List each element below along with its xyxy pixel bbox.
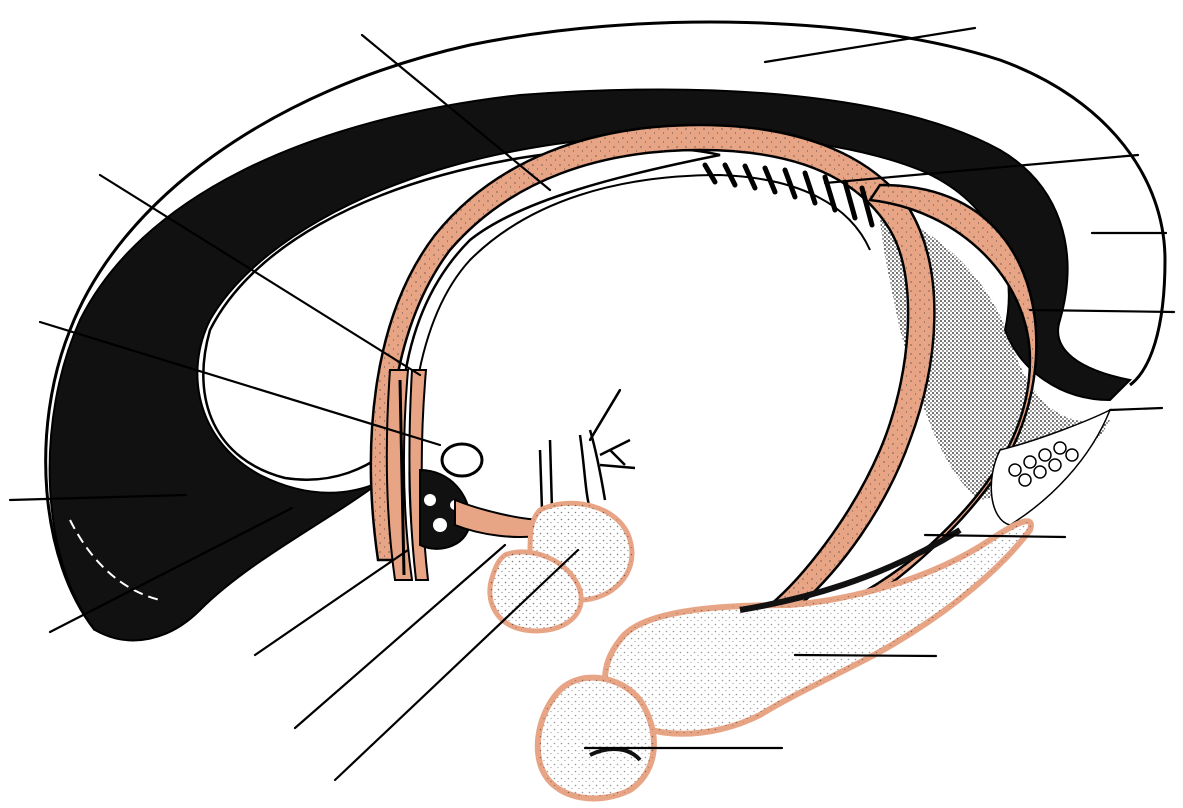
leader-line-13 — [48, 506, 294, 634]
cortex-outline — [44, 20, 1167, 631]
leader-line-12 — [8, 493, 188, 502]
leader-line-17 — [588, 388, 622, 442]
leader-line-2 — [360, 33, 552, 192]
leader-line-16 — [333, 548, 580, 782]
leader-line-7 — [1028, 308, 1176, 314]
amygdala — [534, 674, 657, 802]
stalk-fibers — [538, 389, 636, 511]
leader-line-3 — [98, 173, 422, 377]
leader-line-8 — [1108, 406, 1164, 412]
inner-cavity — [202, 146, 721, 481]
corpus-callosum-band — [48, 88, 1133, 642]
leader-line-9 — [923, 533, 1067, 539]
leader-line-1 — [763, 26, 977, 64]
leader-line-15 — [293, 543, 507, 730]
commissure-hatching — [702, 162, 875, 228]
leader-line-10 — [793, 653, 938, 658]
leader-line-14 — [253, 548, 410, 657]
anterior-commissure — [440, 442, 484, 478]
stippled-region-right — [880, 210, 1110, 500]
leader-line-4 — [38, 320, 442, 447]
leader-lines — [8, 26, 1176, 782]
dentate-region — [990, 408, 1112, 526]
leader-line-5 — [823, 153, 1140, 185]
